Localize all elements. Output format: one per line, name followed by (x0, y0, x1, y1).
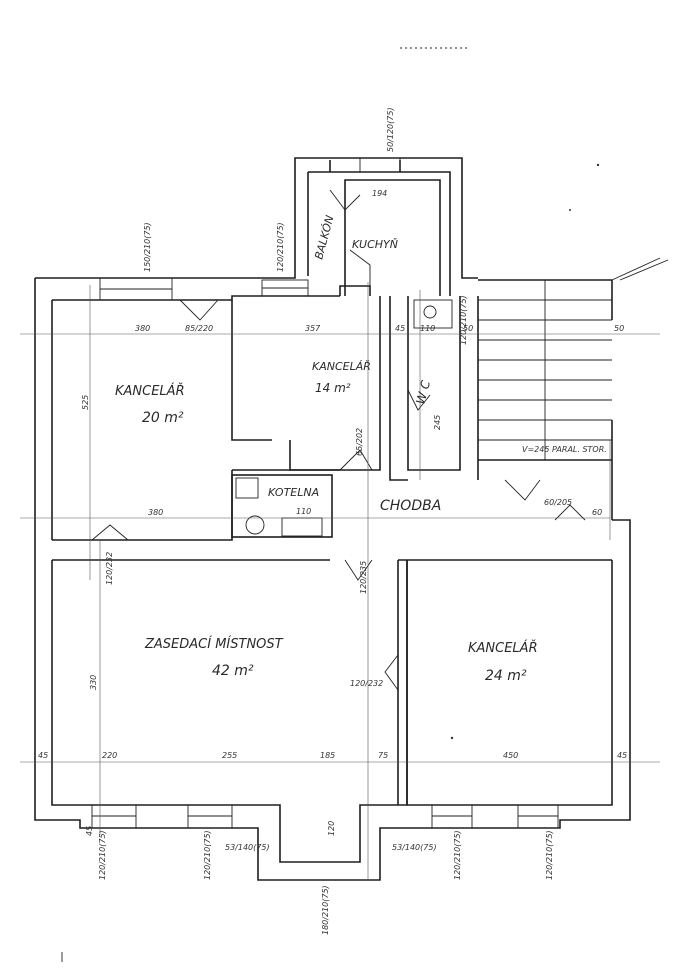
dim-45-d: 45 (85, 826, 94, 836)
dim-110-a: 110 (420, 324, 435, 333)
dim-255: 255 (222, 751, 237, 760)
office-left-name: KANCELÁŘ (115, 383, 185, 399)
dimension-texts: 380 357 380 525 330 220 255 185 75 450 4… (38, 107, 627, 935)
dim-50-120: 50/120(75) (386, 107, 395, 152)
doors (91, 189, 586, 691)
wc-label: W C (413, 378, 433, 405)
corridor-label: CHODBA (380, 498, 441, 514)
dim-75: 75 (378, 751, 388, 760)
dim-380-top: 380 (135, 324, 150, 333)
dim-120-235: 120/235 (359, 561, 368, 594)
kitchen-label: KUCHYŇ (352, 238, 398, 251)
dim-120-210-f: 120/210(75) (459, 295, 468, 345)
meeting-area: 42 m² (212, 663, 254, 679)
dim-53-140-b: 53/140(75) (392, 843, 437, 852)
office-right-name: KANCELÁŘ (468, 640, 538, 656)
dim-45-c: 45 (395, 324, 405, 333)
meeting-name: ZASEDACÍ MÍSTNOST (144, 636, 284, 652)
dim-120-232-b: 120/232 (350, 679, 383, 688)
dim-120-bottom: 120 (327, 821, 336, 836)
windows (91, 157, 559, 829)
dim-50-a: 50 (463, 324, 473, 333)
dim-525: 525 (81, 395, 90, 410)
dim-330: 330 (89, 675, 98, 690)
dim-450: 450 (503, 751, 518, 760)
dim-45-b: 45 (617, 751, 627, 760)
dim-110-b: 110 (296, 507, 311, 516)
dimension-lines (20, 282, 660, 880)
balcony-label: BALKÓN (312, 214, 336, 261)
dim-150-210: 150/210(75) (143, 222, 152, 272)
dim-120-232-a: 120/232 (105, 552, 114, 585)
dim-60: 60 (592, 508, 602, 517)
dim-120-210-b: 120/210(75) (98, 830, 107, 880)
dim-60-205: 60/205 (544, 498, 572, 507)
dim-194: 194 (372, 189, 387, 198)
dim-220: 220 (102, 751, 117, 760)
dim-180-210: 180/210(75) (321, 885, 330, 935)
dim-85-220: 85/220 (185, 324, 213, 333)
office-mid-name: KANCELÁŘ (312, 360, 371, 373)
dim-245: 245 (433, 415, 442, 430)
boiler-label: KOTELNA (268, 486, 319, 499)
dim-380-bottom: 380 (148, 508, 163, 517)
dim-357: 357 (305, 324, 321, 333)
dim-120-210-d: 120/210(75) (453, 830, 462, 880)
dim-120-210-c: 120/210(75) (203, 830, 212, 880)
internal-walls (52, 179, 613, 805)
office-right-area: 24 m² (485, 668, 527, 684)
office-mid-area: 14 m² (315, 381, 351, 395)
dim-45-a: 45 (38, 751, 48, 760)
scribble-marks (61, 47, 600, 962)
dim-50-b: 50 (614, 324, 624, 333)
dim-65-202: 65/202 (355, 428, 364, 456)
dim-120-210-a: 120/210(75) (276, 222, 285, 272)
dim-120-210-e: 120/210(75) (545, 830, 554, 880)
stair-note: V=245 PARAL. STOR. (522, 445, 607, 454)
room-labels: KANCELÁŘ 20 m² KANCELÁŘ 14 m² KUCHYŇ BAL… (115, 214, 538, 684)
office-left-area: 20 m² (142, 410, 184, 426)
dim-185: 185 (320, 751, 335, 760)
staircase (478, 257, 669, 460)
dim-53-140-a: 53/140(75) (225, 843, 270, 852)
